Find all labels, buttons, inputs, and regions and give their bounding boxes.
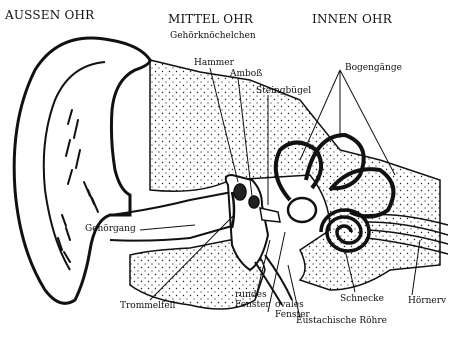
label-hoernerv: Hörnerv <box>408 296 446 306</box>
header-middle-ear: MITTEL OHR <box>168 12 253 26</box>
label-schnecke: Schnecke <box>340 294 384 304</box>
pinna-inner-fold <box>44 62 105 270</box>
label-gehoergang: Gehörgang <box>85 224 136 234</box>
label-bogengaenge: Bogengänge <box>345 63 402 73</box>
label-amboss: Amboß <box>230 69 262 79</box>
label-ossicles: Gehörknöchelchen <box>170 31 256 41</box>
vestibule <box>288 198 316 222</box>
label-rundes-fenster-2: Fenster <box>235 300 270 310</box>
header-inner-ear: INNEN OHR <box>312 12 392 26</box>
header-outer-ear: AUSSEN OHR <box>5 8 94 22</box>
label-hammer: Hammer <box>194 58 234 68</box>
label-eustachi: Eustachische Röhre <box>296 316 387 326</box>
label-trommelfell: Trommelfell <box>120 301 175 311</box>
label-rundes-fenster-1: rundes <box>235 290 267 300</box>
label-ovales-fenster-1: ovales <box>275 300 304 310</box>
label-steigbuegel: Steingbügel <box>256 86 311 96</box>
